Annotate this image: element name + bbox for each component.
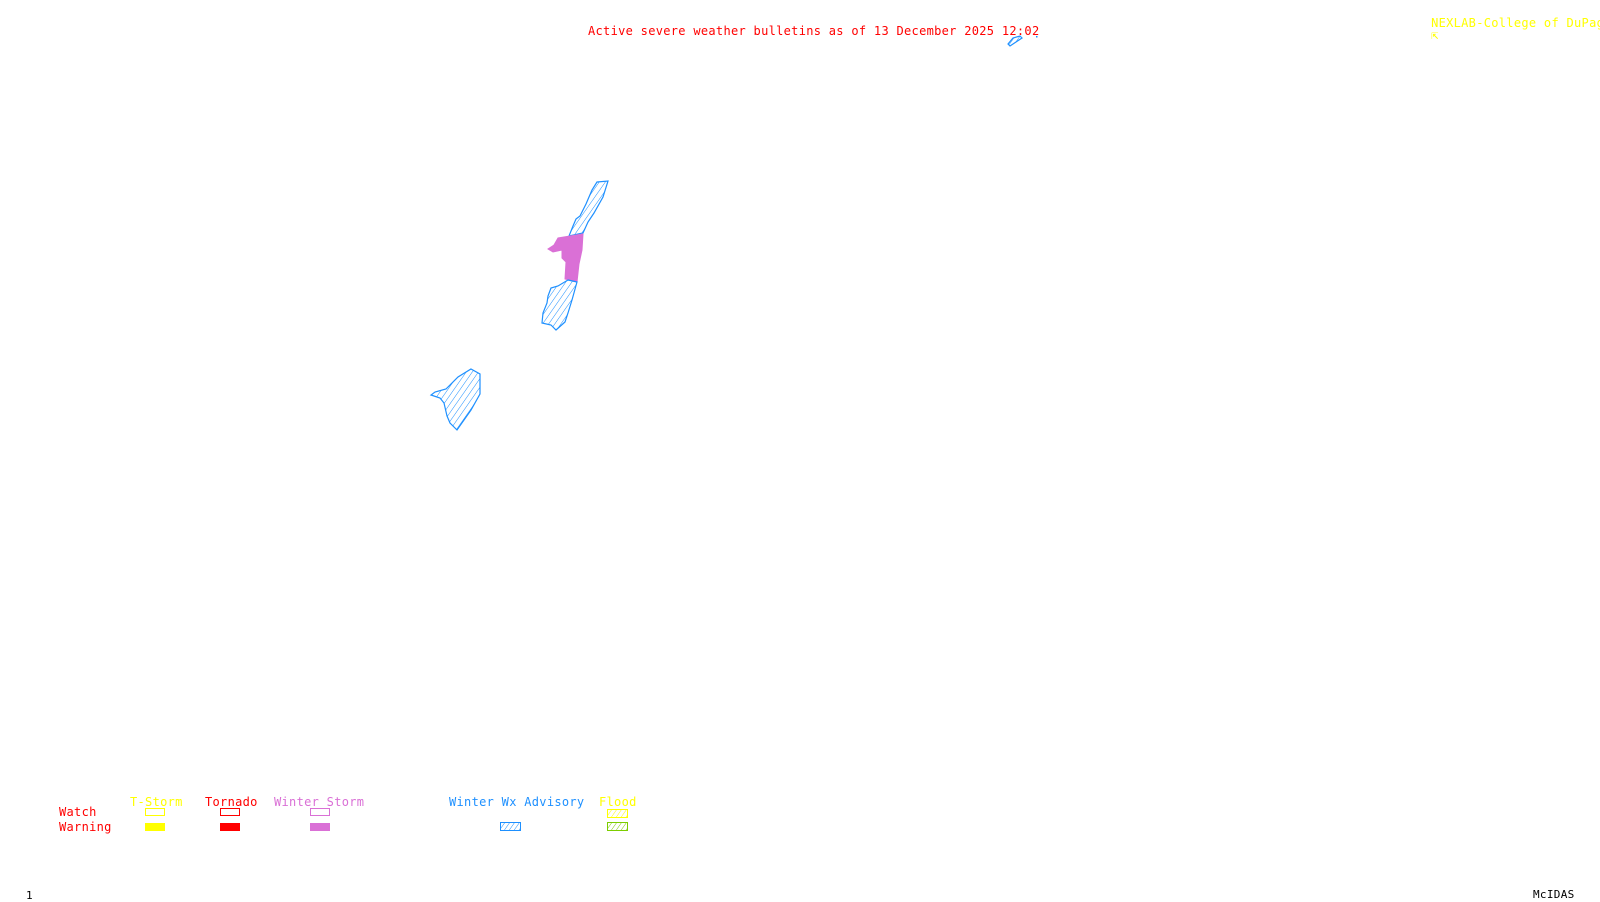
flood-watch-swatch	[607, 809, 628, 818]
flood-warning-swatch	[607, 822, 628, 831]
legend-row-warning: Warning	[59, 820, 112, 834]
winter-advisory-area	[1007, 35, 1023, 47]
legend-row-watch: Watch	[59, 805, 97, 819]
winter-advisory-area	[541, 279, 578, 331]
tornado-warning-swatch	[220, 823, 240, 831]
winter-storm-warning-swatch	[310, 823, 330, 831]
credit-label: NEXLAB-College of DuPage ⇱	[1416, 5, 1600, 41]
winter-storm-warning-area	[547, 233, 584, 283]
tstorm-warning-swatch	[145, 823, 165, 831]
frame-number: 1	[26, 889, 33, 902]
winter-advisory-area	[568, 180, 609, 237]
tornado-watch-swatch	[220, 808, 240, 816]
legend-col-flood: Flood	[599, 795, 637, 809]
winter-advisory-swatch	[500, 822, 521, 831]
winter-advisory-dot	[1036, 36, 1038, 38]
winter-advisory-area	[429, 368, 481, 431]
cursor-icon: ⇱	[1431, 28, 1439, 42]
credit-text: NEXLAB-College of DuPage	[1431, 16, 1600, 30]
tstorm-watch-swatch	[145, 808, 165, 816]
legend-col-winter-storm: Winter Storm	[274, 795, 365, 809]
legend-col-tornado: Tornado	[205, 795, 258, 809]
winter-storm-watch-swatch	[310, 808, 330, 816]
software-label: McIDAS	[1533, 888, 1575, 901]
legend-col-tstorm: T-Storm	[130, 795, 183, 809]
page-title: Active severe weather bulletins as of 13…	[588, 24, 1040, 38]
legend-col-winter-advisory: Winter Wx Advisory	[449, 795, 585, 809]
